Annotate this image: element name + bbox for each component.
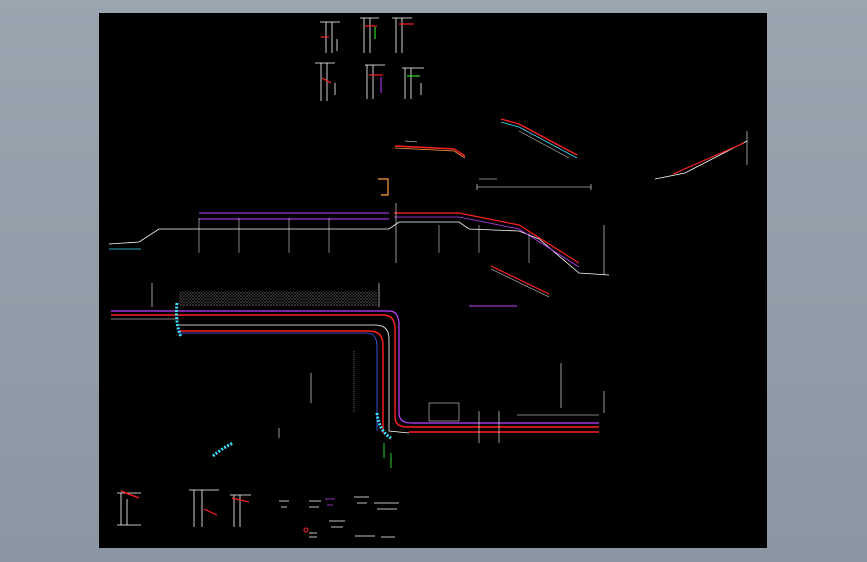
longitudinal-profile[interactable] [108, 203, 610, 276]
pipe-fragment[interactable] [212, 441, 234, 458]
small-orange-marker[interactable] [378, 178, 389, 196]
plan-side-lines[interactable] [278, 351, 605, 468]
profile-right-slope[interactable] [469, 265, 550, 307]
pipe-bend-bottom[interactable] [375, 412, 392, 440]
detail-block-mid-1[interactable] [315, 62, 336, 101]
detail-block-top-2[interactable] [360, 17, 379, 53]
detail-block-top-1[interactable] [320, 21, 340, 53]
pipe-route-plan[interactable] [111, 310, 599, 434]
slope-section-top-right[interactable] [500, 118, 578, 159]
detail-block-bottom-3[interactable] [230, 494, 251, 527]
detail-block-mid-3[interactable] [402, 67, 424, 99]
dimension-line-upper[interactable] [476, 178, 592, 190]
pipe-bend-left[interactable] [175, 302, 183, 338]
legend-cluster[interactable] [279, 496, 399, 538]
detail-block-bottom-2[interactable] [189, 489, 219, 527]
cad-drawing[interactable] [99, 13, 767, 548]
slope-section-top-center[interactable] [394, 140, 466, 159]
ground-hatch-area[interactable] [179, 291, 377, 306]
detail-block-bottom-1[interactable] [117, 490, 141, 526]
drawing-viewport[interactable] [99, 13, 767, 548]
detail-block-mid-2[interactable] [365, 64, 385, 99]
slope-section-far-right[interactable] [654, 131, 748, 180]
detail-block-top-3[interactable] [392, 17, 414, 53]
